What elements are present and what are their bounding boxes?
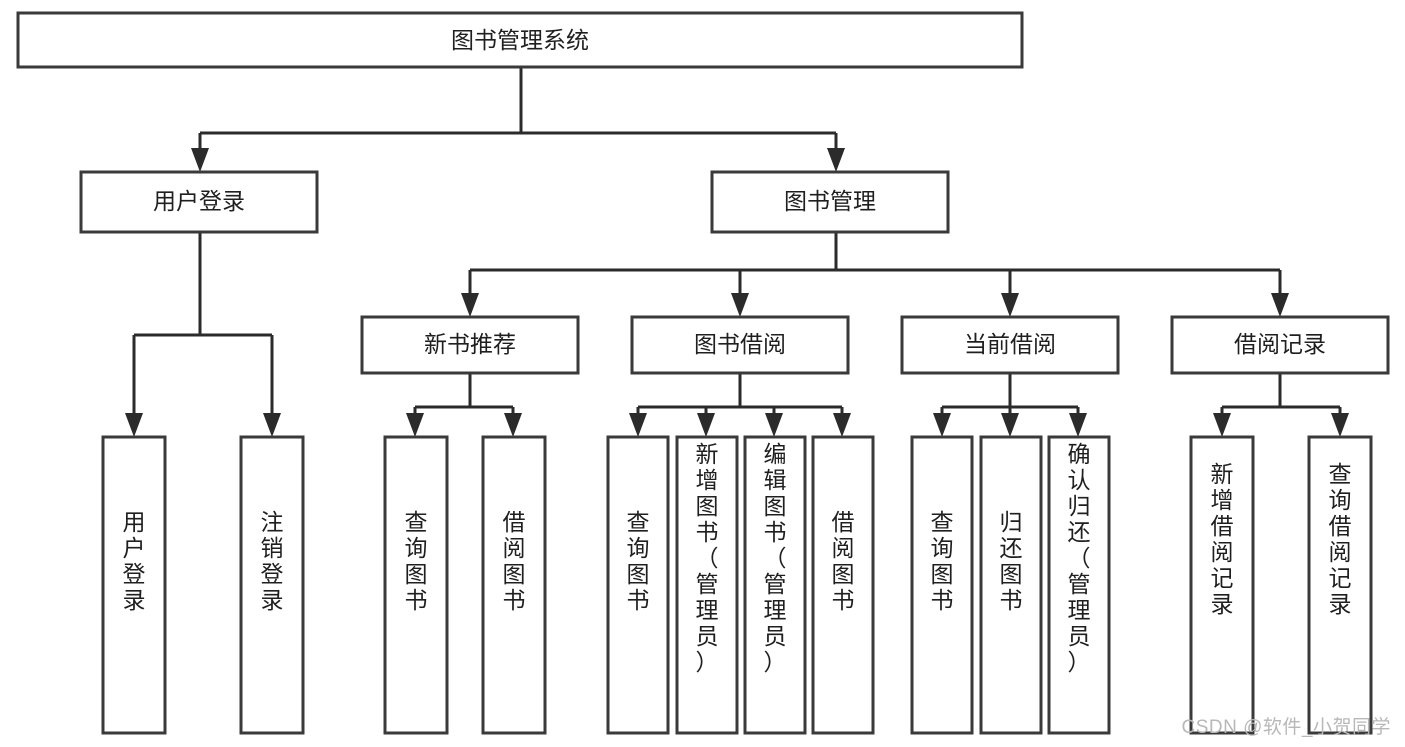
arrowhead-to-leaf-borrow-book-2 (833, 413, 851, 437)
node-leaf-user-login[interactable]: 用户登录 (101, 435, 167, 735)
node-borrow-record-label: 借阅记录 (1234, 331, 1326, 357)
node-leaf-borrow-book-1-label: 借阅图书 (503, 509, 526, 613)
node-leaf-logout-login[interactable]: 注销登录 (239, 435, 305, 735)
node-leaf-query-record[interactable]: 查询借阅记录 (1307, 435, 1373, 735)
arrowhead-to-leaf-query-book-3 (933, 413, 951, 437)
node-book-management-label: 图书管理 (784, 188, 876, 214)
arrowhead-to-leaf-logout-login (263, 413, 281, 437)
arrowhead-to-leaf-return-book (1001, 413, 1019, 437)
connector-root-to-level2 (198, 67, 838, 160)
node-current-borrow-label: 当前借阅 (964, 331, 1056, 357)
node-leaf-query-book-1[interactable]: 查询图书 (383, 435, 449, 735)
connector-new-book-recommend-to-leaves (413, 373, 515, 425)
node-user-login[interactable]: 用户登录 (79, 170, 319, 234)
node-leaf-borrow-book-1[interactable]: 借阅图书 (481, 435, 547, 735)
node-book-borrow-label: 图书借阅 (694, 331, 786, 357)
arrowhead-to-borrow-record (1271, 293, 1289, 317)
arrowhead-to-new-book-recommend (461, 293, 479, 317)
node-leaf-add-book-label: 新增图书（管理员） (696, 441, 719, 675)
arrowhead-to-leaf-query-book-2 (629, 413, 647, 437)
node-leaf-confirm-return-label: 确认归还（管理员） (1068, 441, 1091, 675)
node-user-login-label: 用户登录 (153, 188, 245, 214)
node-leaf-query-book-3-label: 查询图书 (931, 509, 954, 613)
node-leaf-add-book[interactable]: 新增图书（管理员） (675, 435, 739, 735)
node-current-borrow[interactable]: 当前借阅 (900, 315, 1120, 375)
arrowhead-to-leaf-add-book (697, 413, 715, 437)
node-book-borrow[interactable]: 图书借阅 (630, 315, 850, 375)
node-leaf-query-book-2-label: 查询图书 (627, 509, 650, 613)
connector-user-login-to-leaves (132, 232, 274, 425)
node-leaf-return-book[interactable]: 归还图书 (979, 435, 1043, 735)
arrowhead-to-leaf-edit-book (765, 413, 783, 437)
node-borrow-record[interactable]: 借阅记录 (1170, 315, 1390, 375)
node-book-management[interactable]: 图书管理 (710, 170, 950, 234)
arrowhead-to-leaf-confirm-return (1069, 413, 1087, 437)
node-leaf-logout-login-label: 注销登录 (261, 509, 284, 613)
node-leaf-borrow-book-2[interactable]: 借阅图书 (811, 435, 875, 735)
node-leaf-query-book-1-label: 查询图书 (405, 509, 428, 613)
node-leaf-add-record[interactable]: 新增借阅记录 (1189, 435, 1255, 735)
connector-borrow-record-to-leaves (1220, 373, 1342, 425)
node-leaf-user-login-label: 用户登录 (123, 509, 146, 613)
node-root[interactable]: 图书管理系统 (16, 11, 1024, 69)
arrowhead-to-current-borrow (1001, 293, 1019, 317)
arrowhead-to-leaf-user-login (125, 413, 143, 437)
arrowhead-to-leaf-query-record (1331, 413, 1349, 437)
node-leaf-edit-book[interactable]: 编辑图书（管理员） (743, 435, 807, 735)
arrowhead-to-book-borrow (731, 293, 749, 317)
arrowhead-to-user-login (191, 148, 209, 172)
arrowhead-to-book-management (827, 148, 845, 172)
node-root-label: 图书管理系统 (451, 27, 589, 53)
node-leaf-confirm-return[interactable]: 确认归还（管理员） (1047, 435, 1111, 735)
node-leaf-return-book-label: 归还图书 (1000, 509, 1023, 613)
connector-layer (125, 67, 1349, 437)
connector-book-borrow-to-leaves (636, 373, 844, 425)
node-leaf-query-book-3[interactable]: 查询图书 (910, 435, 974, 735)
arrowhead-to-leaf-query-book-1 (406, 413, 424, 437)
node-new-book-recommend[interactable]: 新书推荐 (360, 315, 580, 375)
node-leaf-query-record-label: 查询借阅记录 (1329, 461, 1352, 617)
node-new-book-recommend-label: 新书推荐 (424, 331, 516, 357)
arrowhead-to-leaf-add-record (1213, 413, 1231, 437)
node-leaf-query-book-2[interactable]: 查询图书 (606, 435, 670, 735)
node-leaf-borrow-book-2-label: 借阅图书 (832, 509, 855, 613)
connector-book-management-to-level3 (468, 232, 1282, 305)
arrowhead-to-leaf-borrow-book-1 (504, 413, 522, 437)
node-leaf-add-record-label: 新增借阅记录 (1211, 461, 1234, 617)
node-leaf-edit-book-label: 编辑图书（管理员） (764, 441, 787, 675)
